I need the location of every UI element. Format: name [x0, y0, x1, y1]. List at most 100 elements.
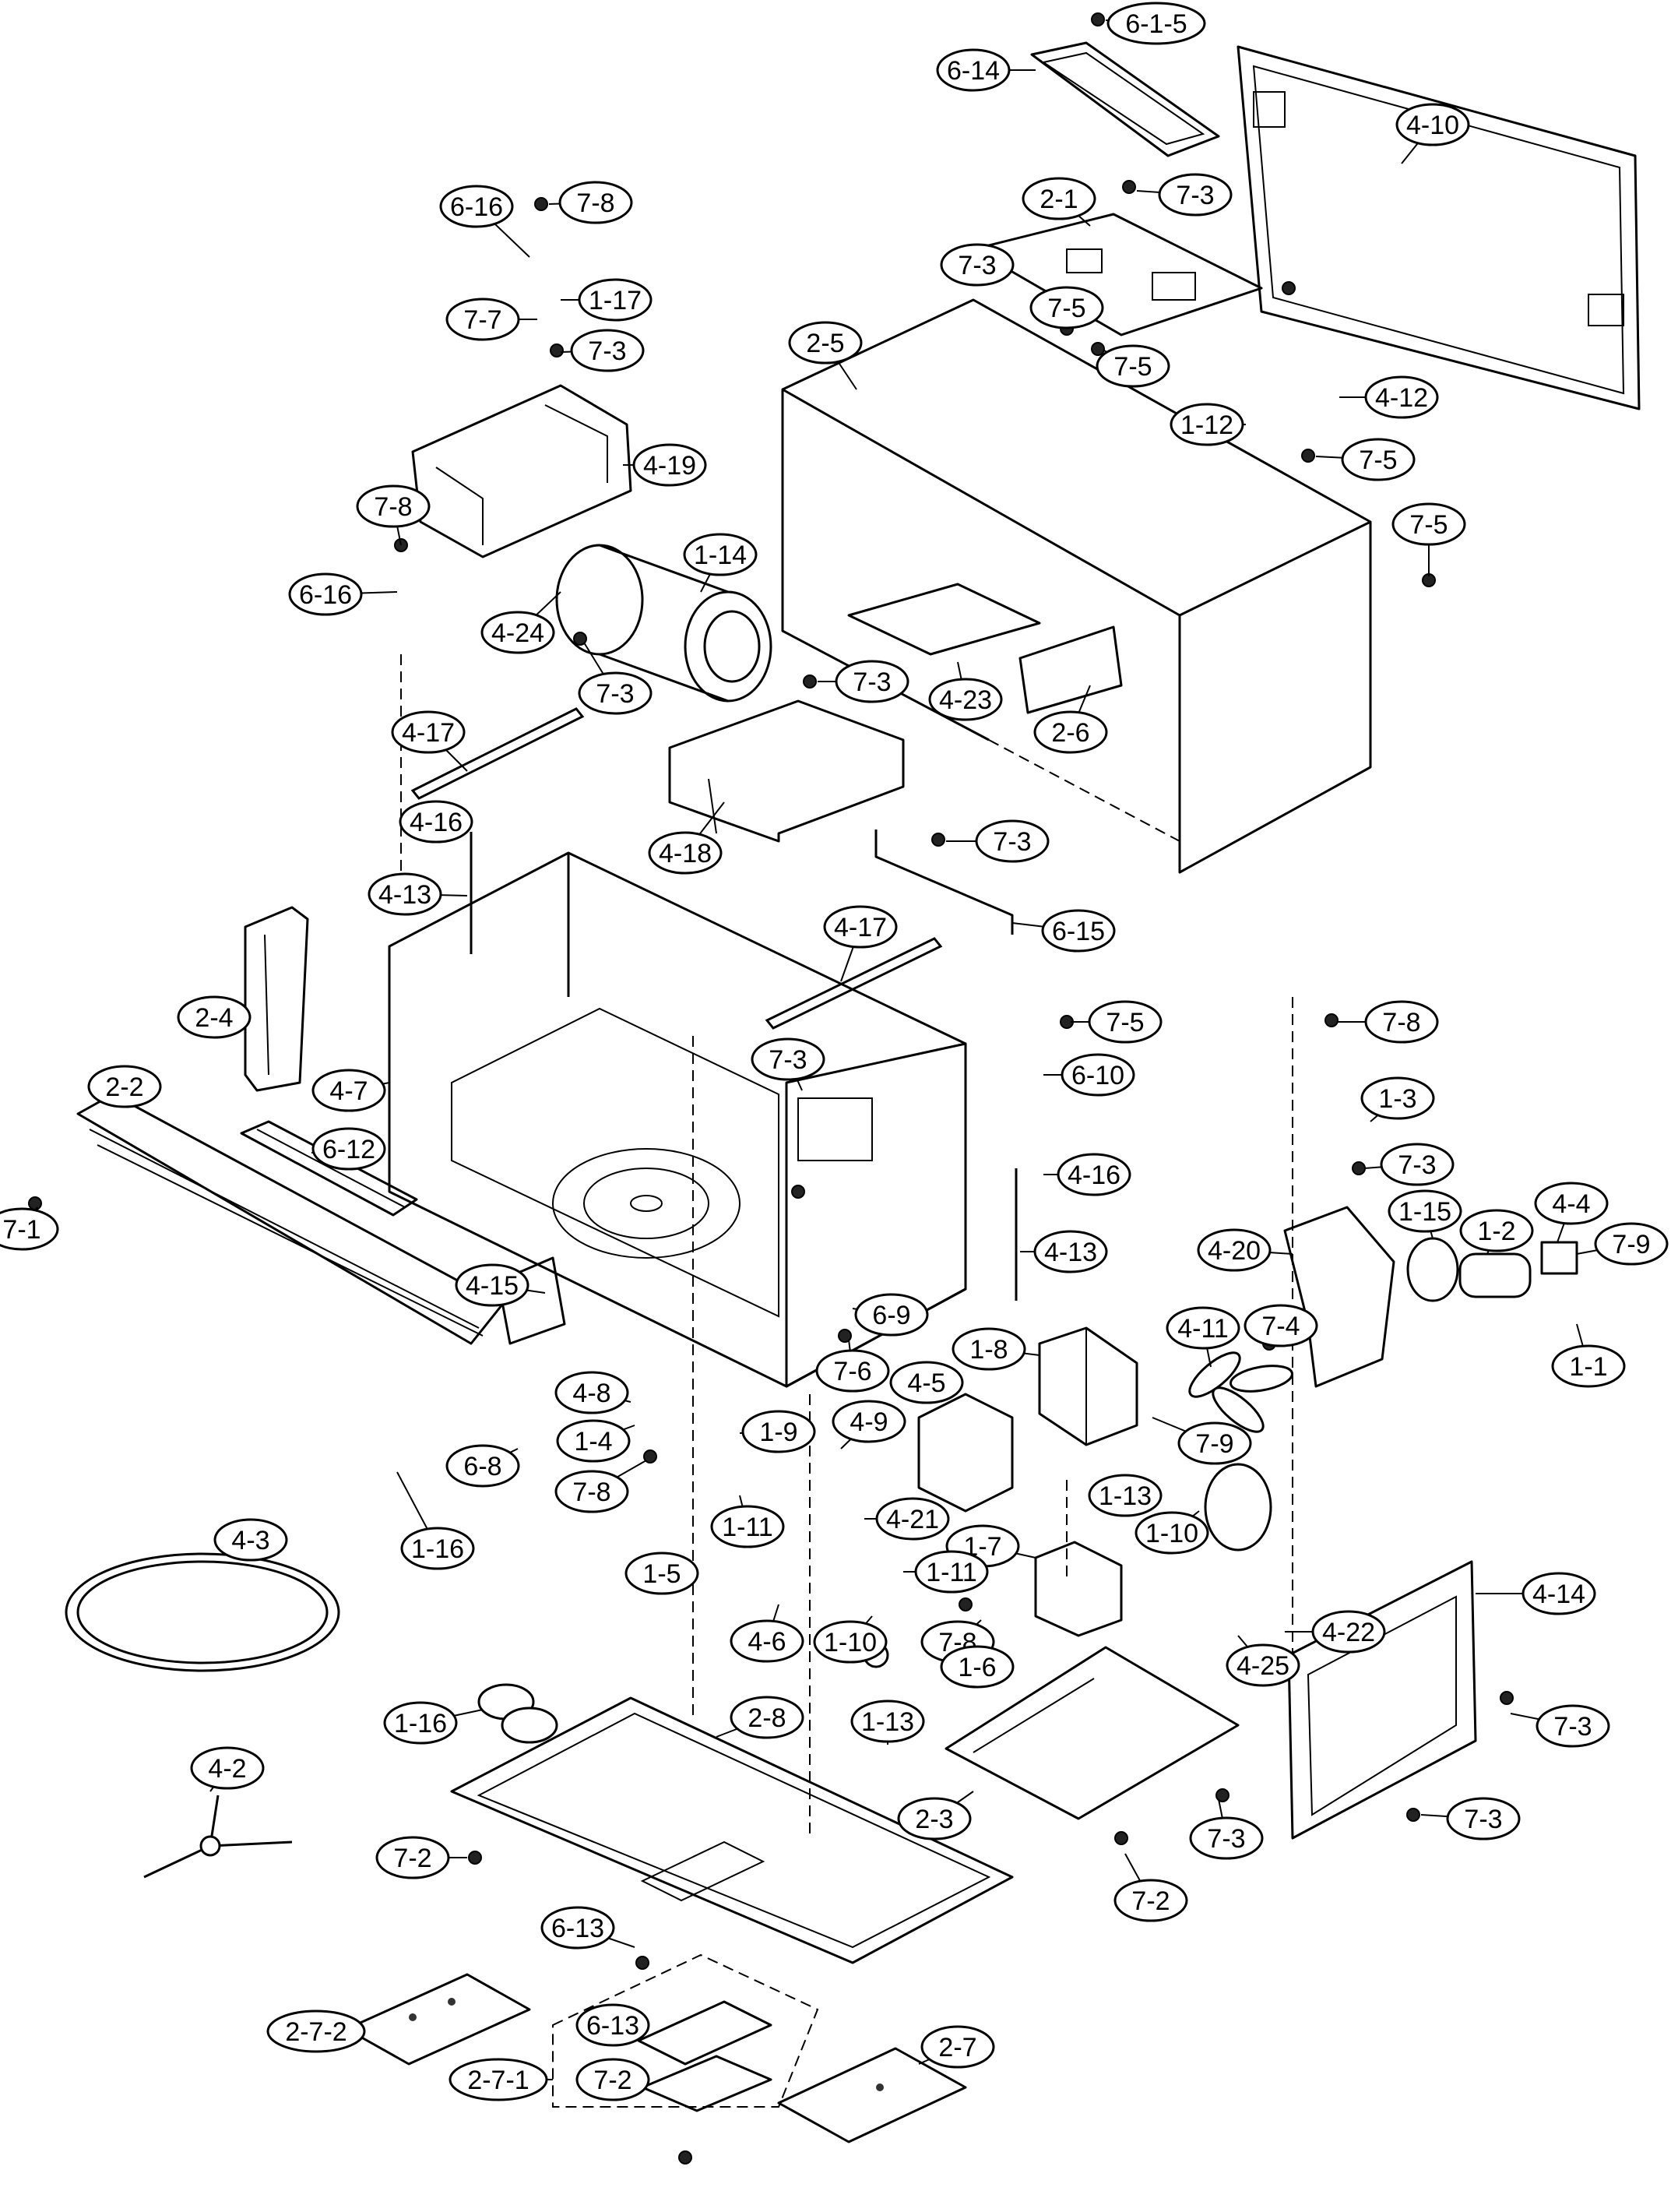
callout-label: 7-3: [1464, 1805, 1502, 1834]
callout-bubble: [1177, 1421, 1252, 1465]
callout-bubble: [266, 2009, 366, 2053]
callout-label: 2-3: [915, 1805, 953, 1834]
callout-label: 4-13: [378, 880, 431, 910]
callout-1-10: 1-10: [813, 1615, 888, 1664]
callout-7-3: 7-3: [946, 819, 1050, 863]
callout-bubble: [1594, 1222, 1669, 1266]
callout-4-10: 4-10: [1395, 103, 1470, 164]
callout-label: 1-8: [969, 1335, 1008, 1365]
callout-7-2: 7-2: [1113, 1853, 1188, 1922]
callout-7-9: 7-9: [1576, 1222, 1669, 1266]
callout-1-11: 1-11: [710, 1495, 785, 1548]
callout-bubble: [554, 1371, 629, 1414]
callout-label: 1-3: [1378, 1084, 1416, 1114]
callout-bubble: [632, 443, 707, 487]
callout-6-12: 6-12: [311, 1127, 386, 1171]
callout-7-5: 7-5: [1391, 502, 1466, 576]
callout-4-22: 4-22: [1285, 1610, 1386, 1654]
callout-bubble: [368, 872, 442, 916]
callout-label: 1-5: [642, 1559, 681, 1589]
callout-1-13: 1-13: [1088, 1474, 1163, 1517]
callout-label: 4-4: [1552, 1189, 1590, 1219]
callout-1-3: 1-3: [1360, 1076, 1435, 1122]
callout-7-8: 7-8: [356, 484, 431, 546]
callout-label: 7-3: [1207, 1824, 1245, 1854]
callout-label: 4-9: [850, 1407, 888, 1437]
callout-label: 1-11: [926, 1558, 977, 1587]
callout-label: 6-13: [551, 1914, 604, 1943]
callout-label: 4-16: [410, 808, 463, 837]
callout-bubble: [1364, 375, 1439, 419]
callout-label: 7-3: [993, 827, 1031, 857]
callout-bubble: [1135, 1511, 1209, 1555]
callout-1-6: 1-6: [940, 1645, 1015, 1689]
callout-bubble: [889, 1361, 964, 1404]
callout-7-4: 7-4: [1244, 1304, 1318, 1347]
callout-label: 4-21: [886, 1505, 939, 1534]
callout-bubble: [1189, 1816, 1264, 1860]
callout-bubble: [813, 1620, 888, 1664]
callout-4-17: 4-17: [391, 710, 468, 772]
callout-bubble: [1057, 1153, 1131, 1196]
duct-4-19-drawing: [411, 384, 632, 558]
callout-1-2: 1-2: [1459, 1209, 1534, 1255]
callout-bubble: [1022, 177, 1096, 220]
callout-bubble: [1166, 1306, 1240, 1350]
callout-1-12: 1-12: [1170, 403, 1246, 446]
callout-1-4: 1-4: [556, 1419, 635, 1463]
callout-label: 2-4: [195, 1003, 233, 1033]
callout-bubble: [1096, 344, 1170, 388]
callout-bubble: [578, 278, 653, 322]
callout-label: 4-19: [643, 451, 696, 481]
callout-label: 6-12: [322, 1135, 375, 1164]
callout-label: 4-23: [939, 685, 992, 715]
callout-bubble: [815, 1349, 890, 1393]
callout-label: 4-11: [1177, 1314, 1229, 1344]
callout-bubble: [213, 1518, 288, 1562]
strip-4-17-drawing: [410, 707, 943, 1030]
callout-label: 6-14: [947, 56, 1000, 86]
callout-label: 7-8: [572, 1478, 610, 1507]
callout-7-6: 7-6: [815, 1339, 890, 1393]
callout-1-11: 1-11: [903, 1550, 989, 1594]
callout-label: 4-2: [208, 1754, 246, 1784]
callout-label: 1-6: [958, 1653, 996, 1682]
callout-bubble: [1360, 1076, 1435, 1120]
callout-bubble: [1536, 1704, 1610, 1748]
callout-bubble: [1197, 1228, 1272, 1272]
callout-label: 7-8: [374, 492, 412, 522]
callout-4-25: 4-25: [1226, 1635, 1300, 1687]
callout-bubble: [936, 48, 1011, 92]
callout-bubble: [1446, 1797, 1521, 1840]
callout-2-3: 2-3: [897, 1791, 974, 1840]
callout-label: 1-10: [824, 1628, 877, 1657]
callout-label: 4-12: [1375, 383, 1428, 413]
callout-7-3: 7-3: [818, 660, 909, 703]
callout-4-13: 4-13: [1020, 1230, 1108, 1273]
callout-bubble: [1033, 710, 1108, 754]
callout-4-18: 4-18: [648, 801, 725, 875]
callout-bubble: [1311, 1610, 1386, 1654]
callout-label: 1-17: [589, 286, 642, 315]
callout-bubble: [835, 660, 909, 703]
callout-label: 4-25: [1237, 1651, 1289, 1681]
callout-label: 4-13: [1044, 1238, 1097, 1267]
callout-6-13: 6-13: [540, 1906, 635, 1950]
callout-label: 1-10: [1145, 1519, 1198, 1548]
callout-bubble: [1170, 403, 1244, 446]
callout-2-7-2: 2-7-2: [266, 2009, 366, 2053]
callout-bubble: [439, 185, 514, 228]
callout-label: 6-1-5: [1125, 9, 1187, 39]
callout-bubble: [1041, 909, 1116, 953]
base-chassis-2-3-drawing: [945, 1646, 1240, 1820]
callout-label: 4-7: [329, 1076, 368, 1106]
callout-label: 7-5: [1047, 294, 1085, 323]
callout-7-3: 7-3: [940, 243, 1015, 287]
callout-label: 6-8: [463, 1452, 501, 1481]
callout-bubble: [940, 243, 1015, 287]
fan-blade-drawing: [1188, 1351, 1293, 1433]
callout-bubble: [920, 2025, 995, 2069]
callout-bubble: [391, 710, 466, 754]
callout-bubble: [1395, 103, 1470, 146]
callout-label: 7-2: [393, 1844, 431, 1873]
